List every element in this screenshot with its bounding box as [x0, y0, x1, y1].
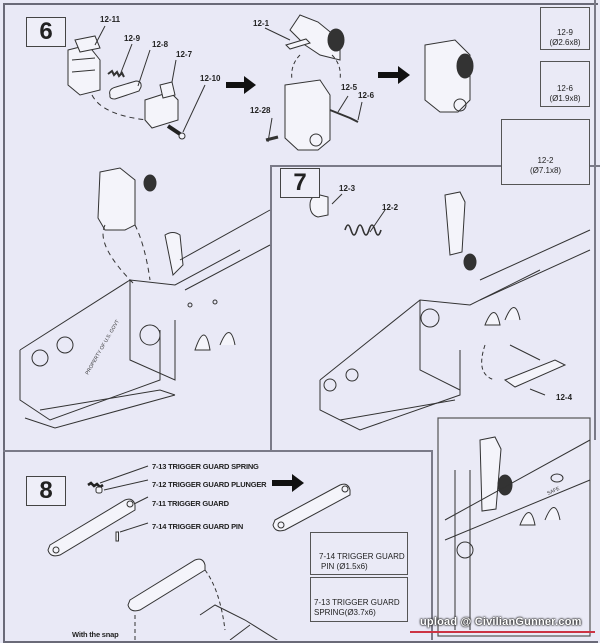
step-number-8: 8 [26, 476, 66, 506]
tg-spec-box: 7-13 TRIGGER GUARD SPRING(Ø3.7x6) [310, 577, 408, 622]
part-label: 7-13 TRIGGER GUARD SPRING [152, 462, 259, 471]
part-12-2-spring [344, 224, 382, 236]
part-label: 12-4 [556, 393, 573, 402]
part-7-11-trigger-guard [47, 498, 136, 557]
receiver-marking: PROPERTY OF U.S. GOVT [85, 319, 121, 376]
step6-bottom-divider [270, 165, 600, 167]
lower-receiver-step6 [19, 167, 271, 429]
part-label: 12-6 [358, 91, 375, 100]
spring-spec-box: 12-9 (Ø2.6x8) [540, 7, 590, 50]
part-12-3-detent [309, 194, 329, 218]
tg-spec-box: 7-14 TRIGGER GUARD PIN (Ø1.5x6) [310, 532, 408, 575]
part-label: 12-9 [124, 34, 141, 43]
arrow-right-icon [226, 76, 256, 94]
step-number-6: 6 [26, 17, 66, 47]
part-12-frame [284, 79, 331, 151]
spring-spec-box: 12-2 (Ø7.1x8) [501, 119, 590, 185]
selector-marking: SAFE [546, 486, 561, 497]
part-12-11-housing [67, 35, 101, 96]
trigger-guard-assembled [272, 483, 351, 532]
part-label: 7-14 TRIGGER GUARD PIN [152, 522, 244, 531]
part-label: 7-11 TRIGGER GUARD [152, 499, 229, 508]
arrow-right-icon [272, 474, 304, 492]
arrow-right-icon [378, 66, 410, 84]
inset-frame [437, 417, 591, 637]
part-label: 12-8 [152, 40, 169, 49]
part-label: 12-5 [341, 83, 358, 92]
part-12-8-catch [109, 80, 142, 100]
lower-receiver-step7 [319, 191, 591, 431]
part-label: 12-3 [339, 184, 356, 193]
part-label: 12-11 [100, 15, 121, 24]
assembled-selector-assembly [424, 39, 474, 113]
watermark-underline [410, 631, 595, 633]
step8-right-divider [431, 450, 433, 640]
part-label: 12-28 [250, 106, 271, 115]
part-label: 7-12 TRIGGER GUARD PLUNGER [152, 480, 267, 489]
step7-left-divider [270, 165, 272, 450]
step-number-7: 7 [280, 168, 320, 198]
part-12-7-block [144, 81, 179, 129]
spring-spec-box: 12-6 (Ø1.9x8) [540, 61, 590, 107]
dashed-guide [91, 94, 148, 121]
right-edge-divider [594, 0, 596, 440]
step8-top-divider [3, 450, 431, 452]
part-7-14-pin [115, 531, 119, 542]
watermark: upload @ CivilianGunner.com [420, 616, 582, 628]
part-12-1-selector [285, 14, 345, 61]
part-label: 12-10 [200, 74, 221, 83]
trigger-guard-install [127, 558, 278, 640]
part-12-10-screw [166, 124, 186, 140]
part-label: 12-7 [176, 50, 193, 59]
inset-selector-detail [444, 436, 591, 630]
part-label: 12-2 [382, 203, 399, 212]
part-12-4-pin [503, 344, 567, 388]
part-label: 12-1 [253, 19, 270, 28]
part-12-9-spring [107, 69, 125, 78]
step8-note: With the snap [72, 630, 119, 639]
